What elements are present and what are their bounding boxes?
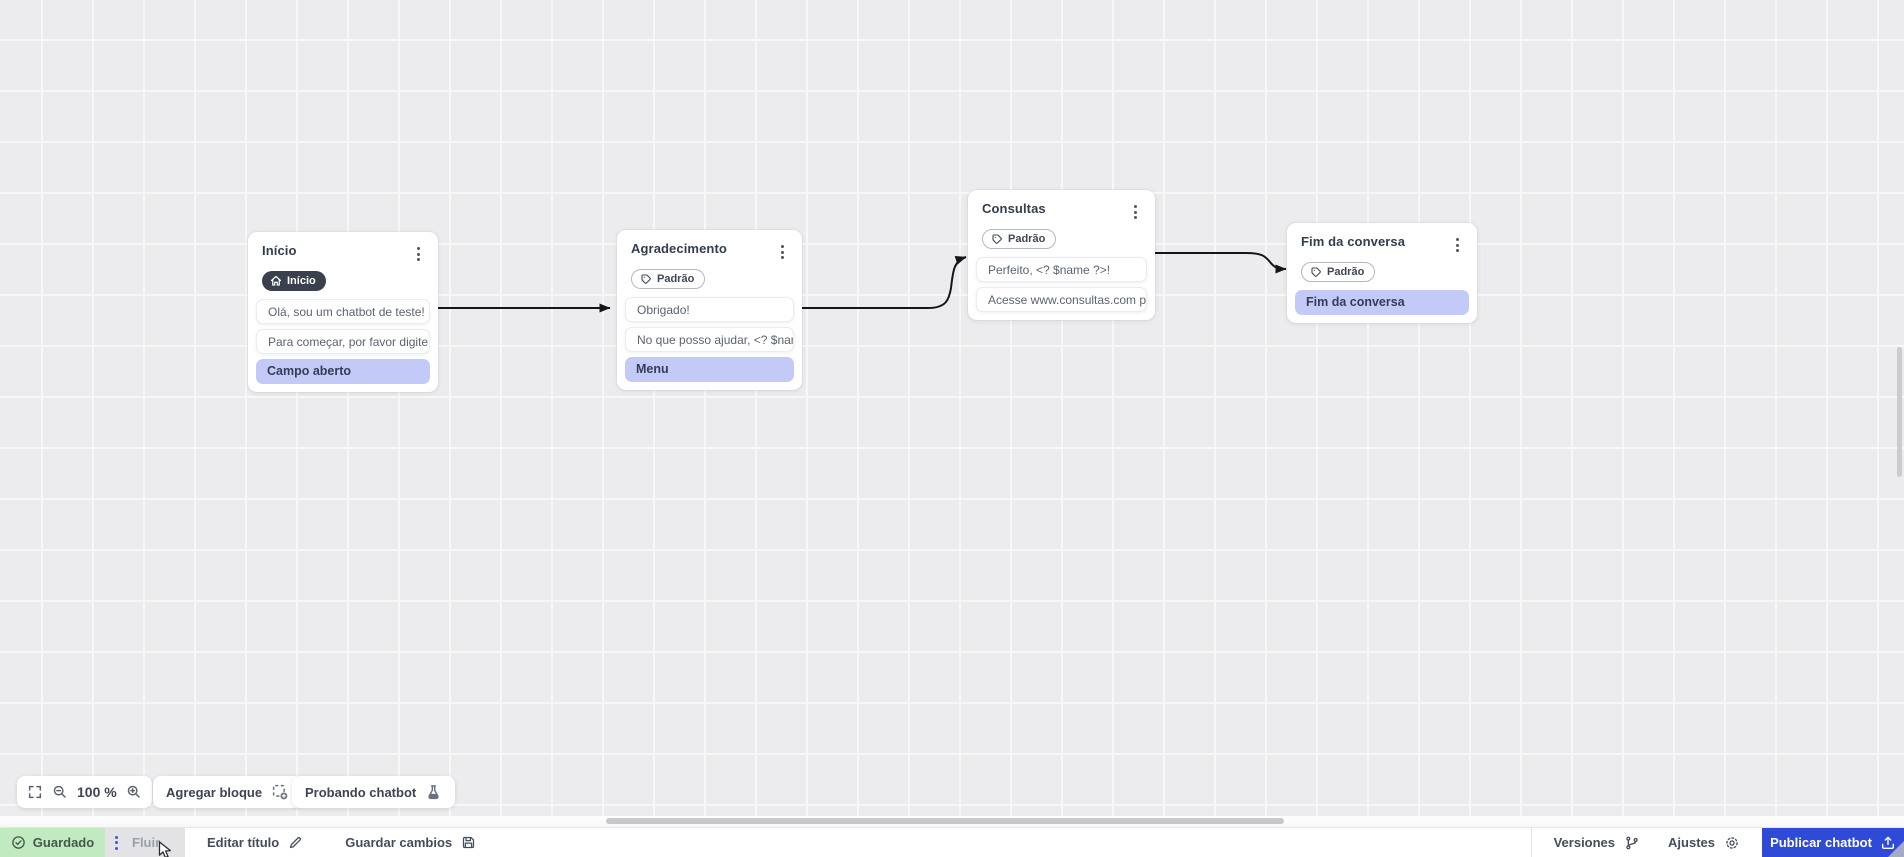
- default-badge: Padrão: [982, 229, 1057, 249]
- zoom-in-icon[interactable]: [126, 784, 142, 800]
- test-chatbot-button[interactable]: Probando chatbot: [292, 776, 456, 808]
- edit-title-label: Editar título: [207, 835, 280, 850]
- node-title: Fim da conversa: [1301, 234, 1406, 249]
- node-header: Fim da conversa: [1295, 234, 1469, 255]
- node-header: Início: [256, 243, 430, 264]
- window-resize-grip: [1888, 841, 1904, 857]
- bottom-bar: Guardado Fluir Editar título Guardar cam…: [0, 827, 1904, 857]
- bottom-bar-spacer: [476, 828, 1530, 857]
- horizontal-scrollbar-track: [0, 816, 1904, 827]
- message-block[interactable]: Obrigado!: [625, 297, 794, 322]
- versions-button[interactable]: Versiones: [1554, 828, 1640, 857]
- git-branch-icon: [1624, 835, 1640, 851]
- tag-icon: [1310, 266, 1322, 278]
- edit-title-button[interactable]: Editar título: [207, 828, 303, 857]
- settings-button[interactable]: Ajustes: [1668, 828, 1740, 857]
- edge-agradecimento-consultas: [802, 256, 967, 309]
- zoom-controls: 100 %: [17, 776, 152, 808]
- add-block-button[interactable]: Agregar bloque: [153, 776, 303, 808]
- message-block[interactable]: Olá, sou um chatbot de teste!: [256, 299, 430, 324]
- add-block-label: Agregar bloque: [166, 784, 263, 800]
- settings-label: Ajustes: [1668, 835, 1715, 850]
- horizontal-scrollbar[interactable]: [606, 818, 1284, 824]
- save-icon: [461, 835, 476, 850]
- flask-icon: [425, 784, 442, 801]
- node-menu-button[interactable]: [1450, 235, 1465, 255]
- message-block[interactable]: Para começar, por favor digite o ...: [256, 329, 430, 354]
- bottom-bar-separator: [1530, 828, 1532, 857]
- node-menu-button[interactable]: [775, 242, 790, 262]
- versions-label: Versiones: [1553, 835, 1616, 850]
- tag-icon: [991, 233, 1003, 245]
- message-block[interactable]: No que posso ajudar, <? $name ...: [625, 327, 794, 352]
- node-inicio[interactable]: Início Início Olá, sou um chatbot de tes…: [248, 232, 438, 392]
- save-changes-label: Guardar cambios: [345, 835, 453, 850]
- message-block[interactable]: Acesse www.consultas.com par...: [976, 287, 1147, 312]
- start-badge: Início: [262, 271, 326, 291]
- badge-label: Padrão: [1327, 266, 1365, 278]
- badge-label: Padrão: [657, 273, 695, 285]
- fit-view-icon[interactable]: [27, 784, 43, 800]
- save-changes-button[interactable]: Guardar cambios: [345, 828, 476, 857]
- node-agradecimento[interactable]: Agradecimento Padrão Obrigado! No que po…: [617, 230, 802, 390]
- zoom-out-icon[interactable]: [52, 784, 68, 800]
- default-badge: Padrão: [631, 269, 706, 289]
- flow-canvas[interactable]: Início Início Olá, sou um chatbot de tes…: [0, 0, 1904, 827]
- node-header: Agradecimento: [625, 241, 794, 262]
- default-badge: Padrão: [1301, 262, 1376, 282]
- tag-icon: [640, 273, 652, 285]
- edge-consultas-fim: [1155, 252, 1287, 274]
- gear-icon: [1724, 835, 1740, 851]
- drag-handle-icon[interactable]: [115, 835, 118, 850]
- tab-fluir[interactable]: Fluir: [105, 828, 185, 857]
- saved-label: Guardado: [32, 835, 95, 850]
- saved-status-badge: Guardado: [0, 828, 105, 857]
- publish-label: Publicar chatbot: [1770, 835, 1872, 850]
- message-block[interactable]: Perfeito, <? $name ?>!: [976, 257, 1147, 282]
- end-conversation-block[interactable]: Fim da conversa: [1295, 290, 1469, 315]
- badge-label: Início: [287, 275, 316, 287]
- node-title: Início: [262, 243, 297, 258]
- tab-fluir-label: Fluir: [132, 835, 161, 850]
- node-fim-da-conversa[interactable]: Fim da conversa Padrão Fim da conversa: [1287, 223, 1477, 323]
- flow-edges: [438, 252, 1287, 313]
- node-consultas[interactable]: Consultas Padrão Perfeito, <? $name ?>! …: [968, 190, 1155, 320]
- node-header: Consultas: [976, 201, 1147, 222]
- node-title: Consultas: [982, 201, 1046, 216]
- node-title: Agradecimento: [631, 241, 727, 256]
- vertical-scrollbar[interactable]: [1897, 347, 1902, 477]
- check-circle-icon: [11, 835, 26, 850]
- publish-chatbot-button[interactable]: Publicar chatbot: [1762, 828, 1904, 857]
- add-block-icon: [271, 783, 289, 801]
- pencil-icon: [288, 835, 303, 850]
- test-chatbot-label: Probando chatbot: [305, 784, 417, 800]
- menu-block[interactable]: Menu: [625, 357, 794, 382]
- badge-label: Padrão: [1008, 233, 1046, 245]
- open-field-block[interactable]: Campo aberto: [256, 359, 430, 384]
- node-menu-button[interactable]: [411, 244, 426, 264]
- home-icon: [270, 275, 282, 287]
- zoom-level: 100 %: [77, 784, 117, 800]
- node-menu-button[interactable]: [1128, 202, 1143, 222]
